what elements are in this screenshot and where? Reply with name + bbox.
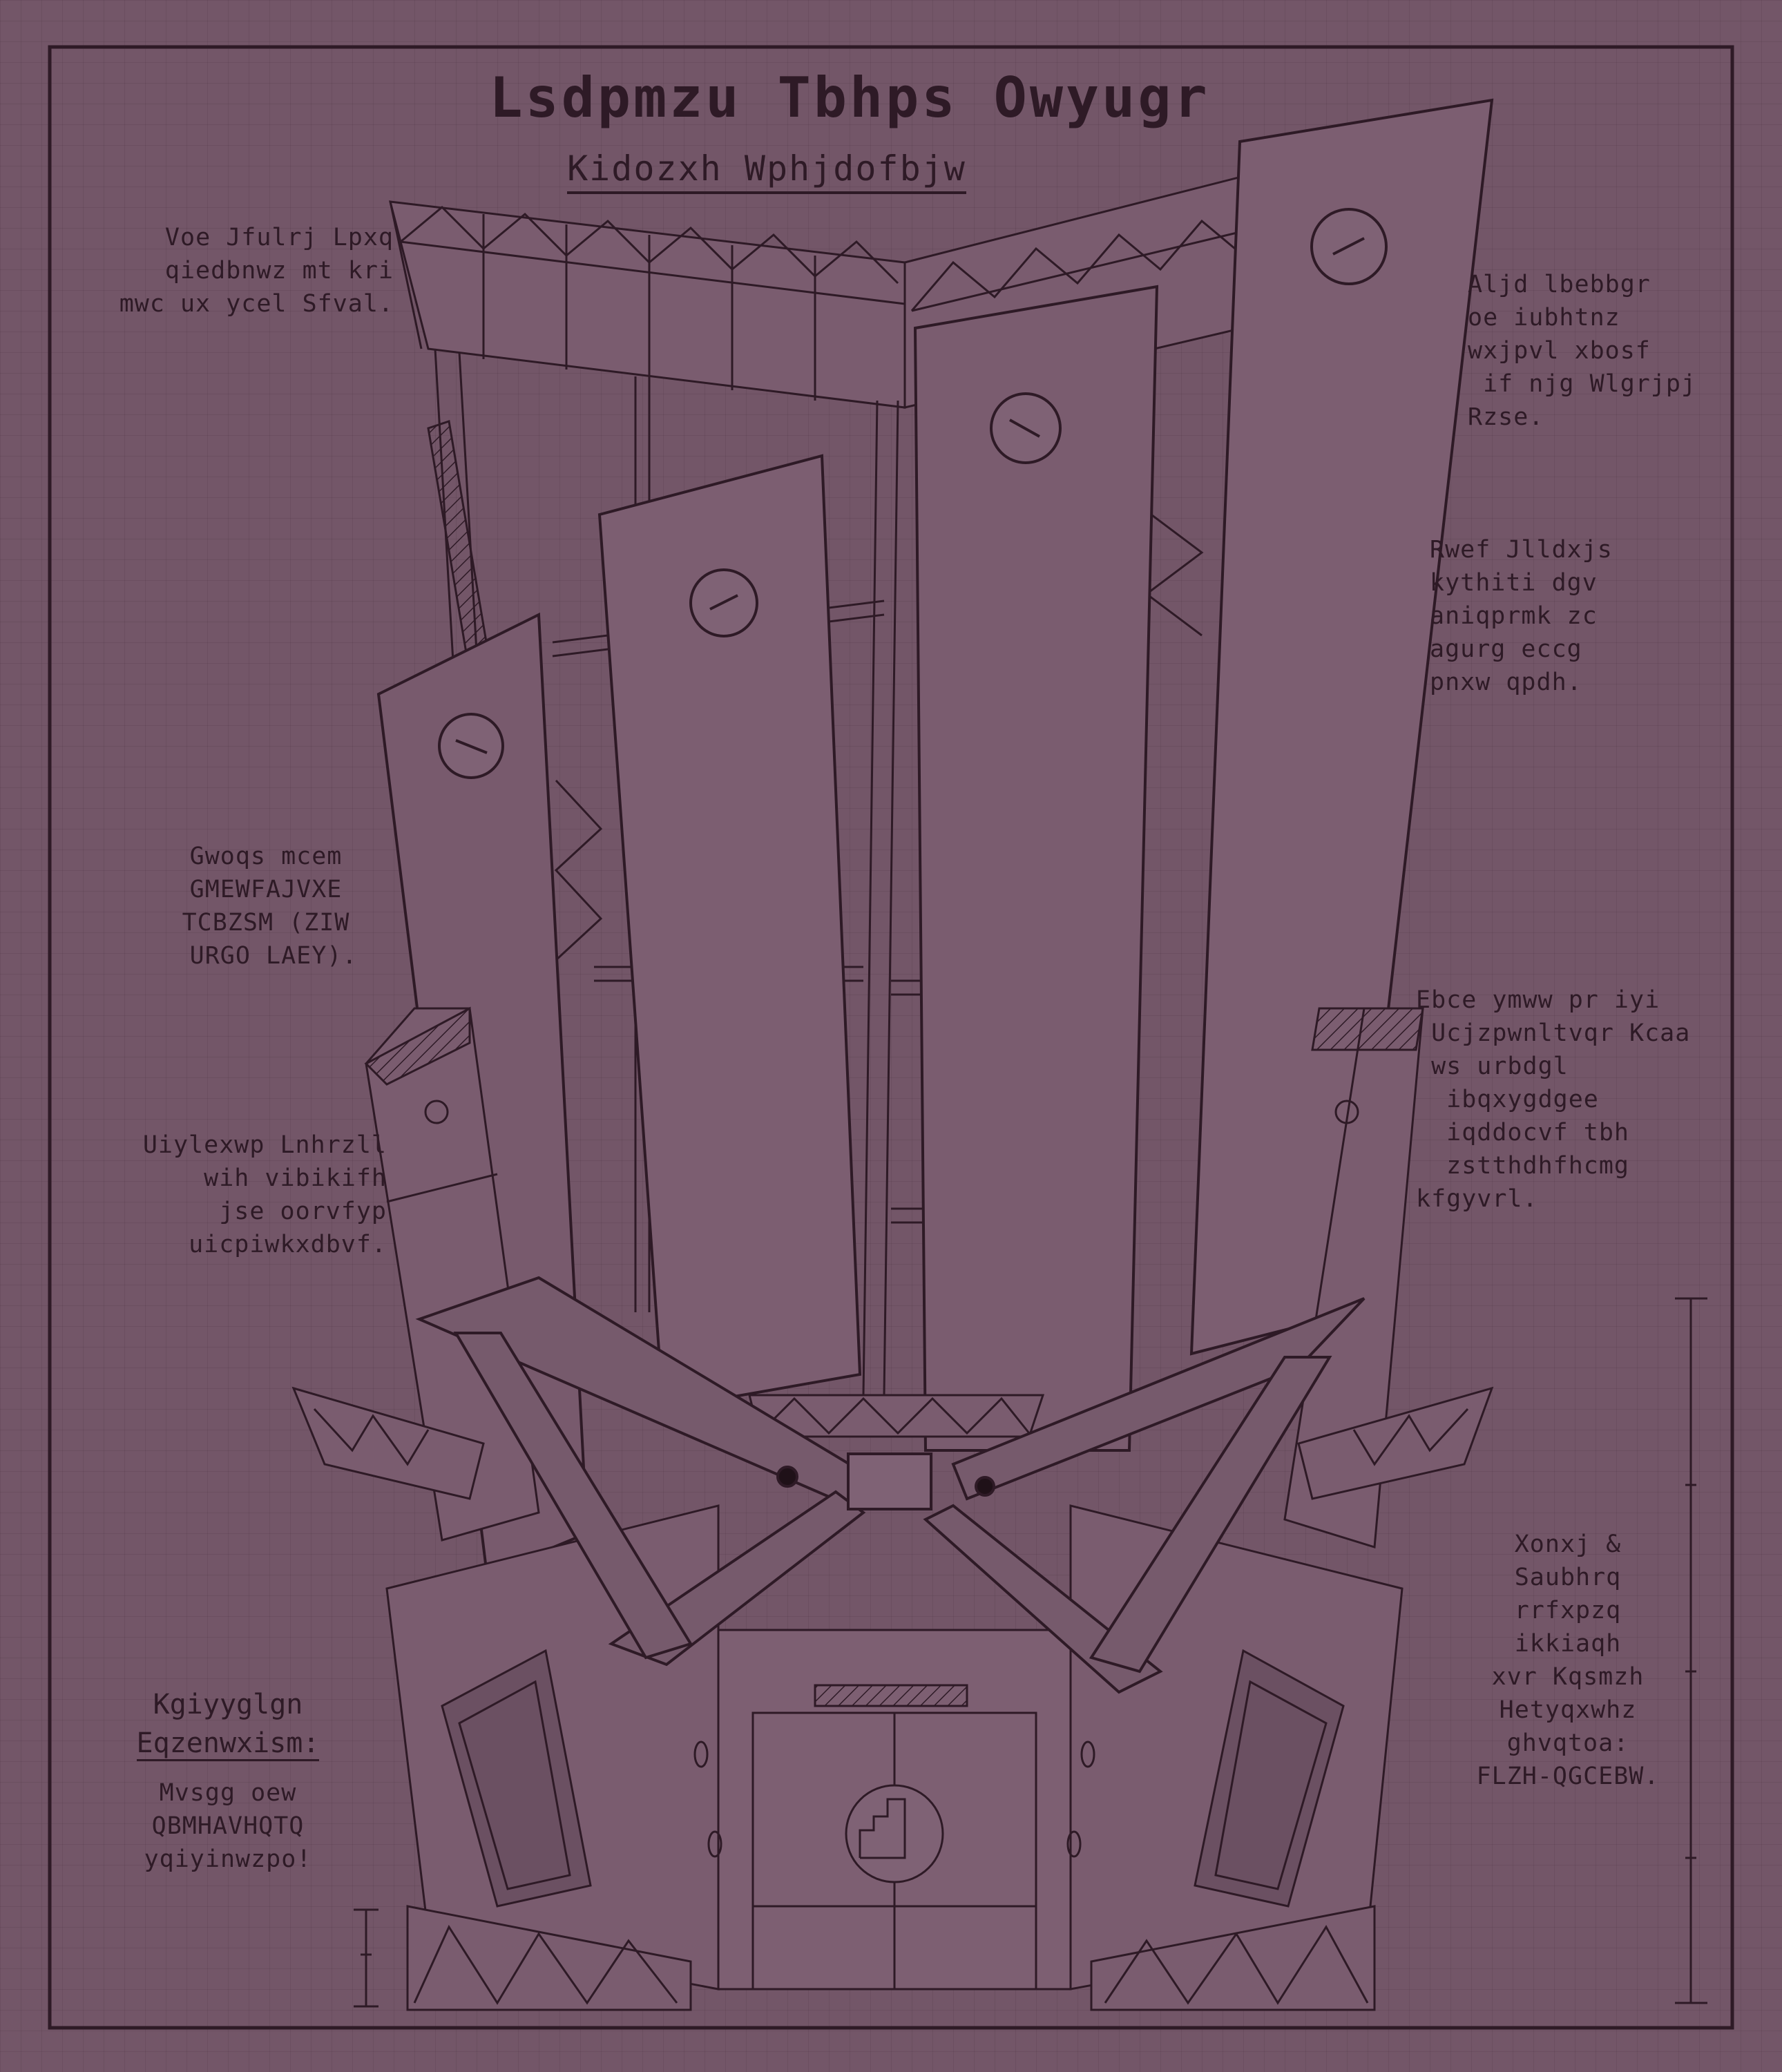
sheet-border: [48, 45, 1734, 2030]
slab-center: [913, 285, 1159, 1452]
side-pillars: [364, 1006, 1424, 1548]
base-trusses: [291, 1386, 1494, 2011]
annotation-right-lower: Ebce ymww pr iyi Ucjzpwnltvqr Kcaa ws ur…: [1416, 986, 1691, 1213]
page-subtitle: Kidozxh Wphjdofbjw: [525, 148, 1008, 194]
annotation-top-right: Aljd lbebbgr oe iubhtnz wxjpvl xbosf if …: [1468, 271, 1697, 431]
crossed-beams: [415, 1276, 1366, 1694]
annotation-mid-right: Rwef Jlldxjs kythiti dgv aniqprmk zc agu…: [1430, 536, 1613, 696]
dimension-lines: [354, 1297, 1707, 2008]
legend-body: Mvsgg oew QBMHAVHQTQ yqiyinwzpo!: [144, 1779, 312, 1873]
legend-heading-line2: Eqzenwxism:: [136, 1727, 320, 1761]
annotation-top-left: Voe Jfulrj Lpxq qiedbnwz mt kri mwc ux y…: [119, 224, 394, 318]
annotation-mid-left: Gwoqs mcem GMEWFAJVXE TCBZSM (ZIW URGO L…: [182, 843, 358, 970]
right-eye: [975, 1476, 995, 1497]
annotation-left-lower: Uiylexwp Lnhrzll wih vibikifh jse oorvfy…: [142, 1131, 387, 1258]
legend-heading: Kgiyyglgn Eqzenwxism:: [111, 1685, 345, 1763]
page-title: Lsdpmzu Tbhps Owyugr: [489, 66, 1210, 130]
center-plate: [847, 1452, 932, 1510]
lower-base: [385, 1504, 1403, 1991]
left-eye: [776, 1466, 798, 1488]
legend-heading-line1: Kgiyyglgn: [153, 1689, 303, 1720]
annotation-bottom-right: Xonxj & Saubhrq rrfxpzq ikkiaqh xvr Kqsm…: [1476, 1531, 1660, 1790]
slab-left: [597, 454, 862, 1411]
